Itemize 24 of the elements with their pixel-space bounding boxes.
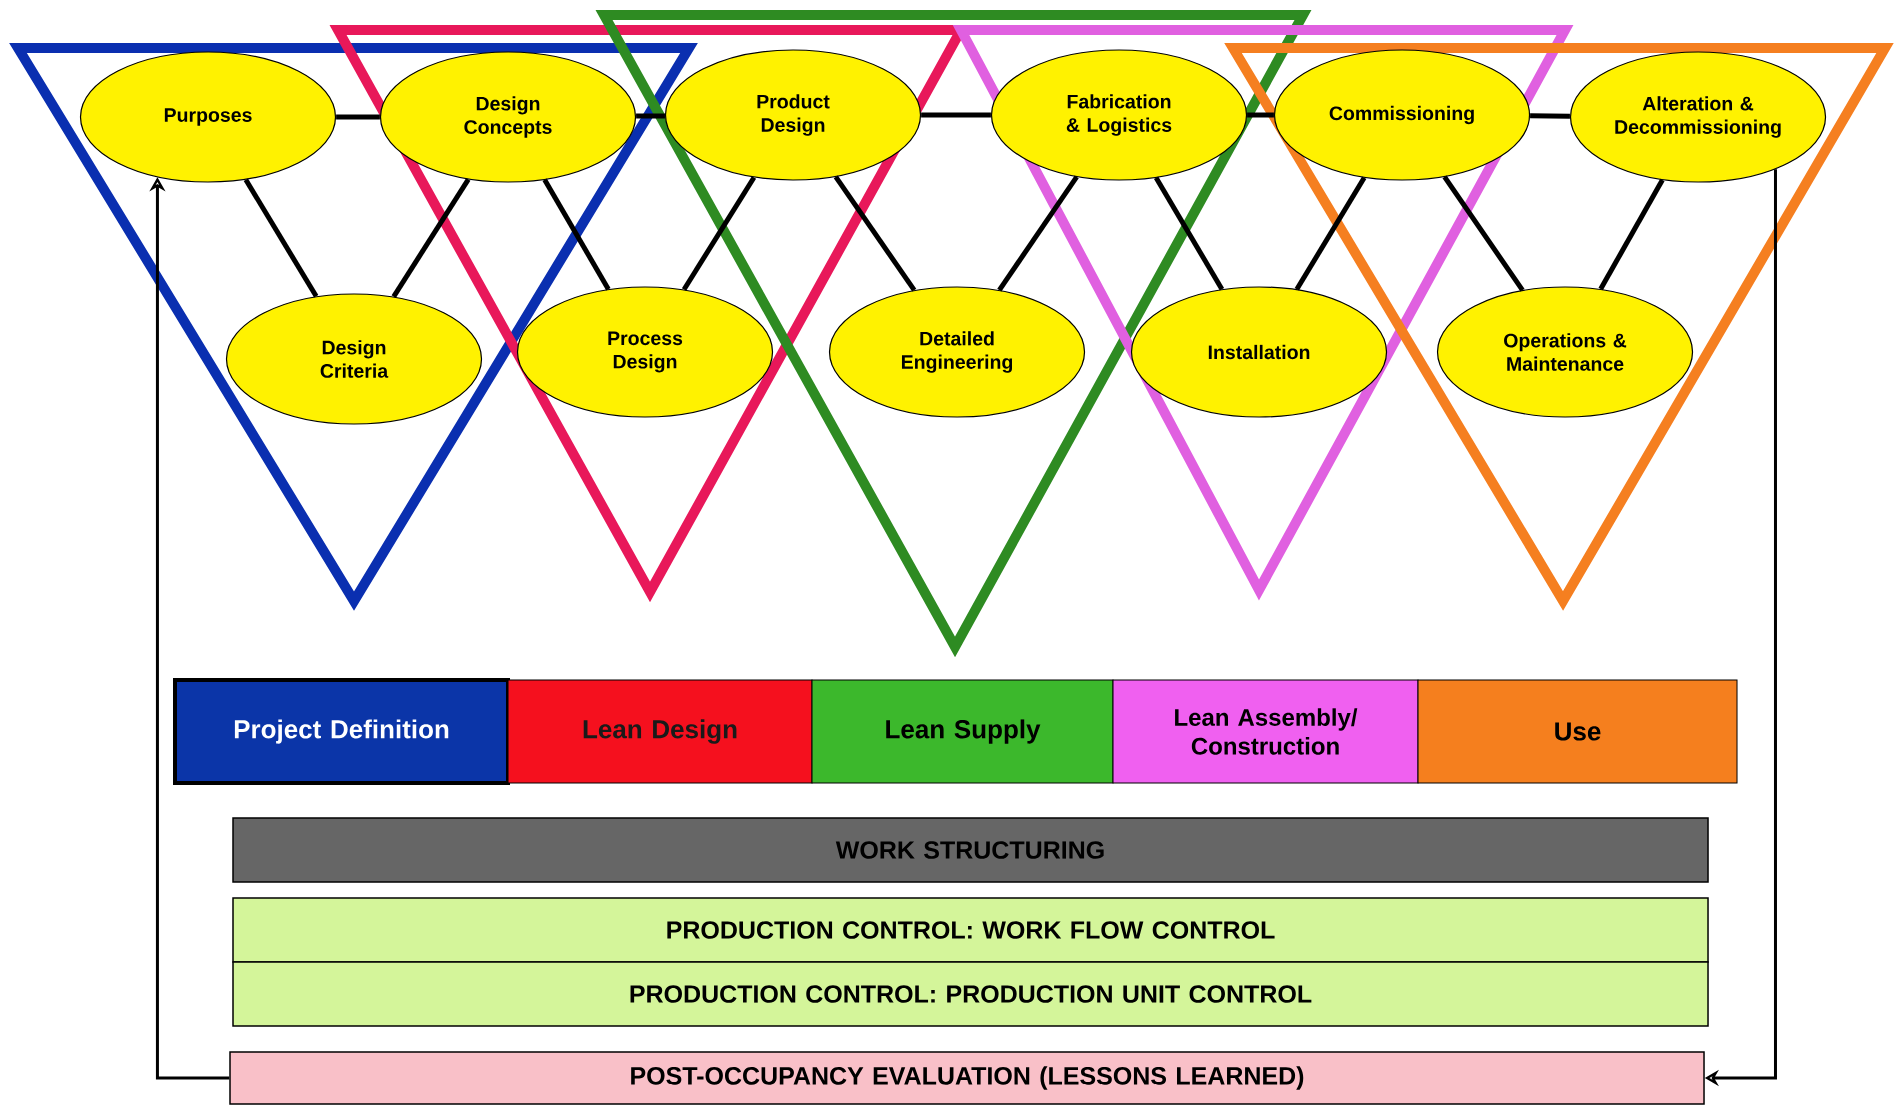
connector-line [391, 178, 471, 298]
band-bar: PRODUCTION CONTROL: WORK FLOW CONTROL [232, 897, 1709, 963]
connector-line [1247, 112, 1274, 118]
connector-line [921, 112, 991, 118]
phase-bar: Project Definition [173, 678, 510, 785]
connector-line [542, 178, 611, 291]
phase-bar: Lean Design [507, 679, 813, 784]
phase-bar: Use [1417, 679, 1738, 784]
connector-line [336, 114, 380, 120]
band-bar: POST-OCCUPANCY EVALUATION (LESSONS LEARNED) [229, 1051, 1705, 1105]
connector-line [997, 175, 1079, 292]
connector-line [833, 175, 917, 292]
connector-line [636, 113, 665, 119]
connector-line [1598, 178, 1665, 291]
connector-line [243, 178, 319, 298]
connector-line [1530, 113, 1570, 119]
connector-line [1153, 176, 1225, 291]
connector-line [681, 176, 757, 291]
phase-bar: Lean Supply [811, 679, 1114, 784]
phase-bar: Lean Assembly/ Construction [1112, 679, 1419, 784]
connector-line [1294, 176, 1367, 291]
band-bar: PRODUCTION CONTROL: PRODUCTION UNIT CONTROL [232, 961, 1709, 1027]
connector-line [1442, 175, 1525, 292]
band-bar: WORK STRUCTURING [232, 817, 1709, 883]
